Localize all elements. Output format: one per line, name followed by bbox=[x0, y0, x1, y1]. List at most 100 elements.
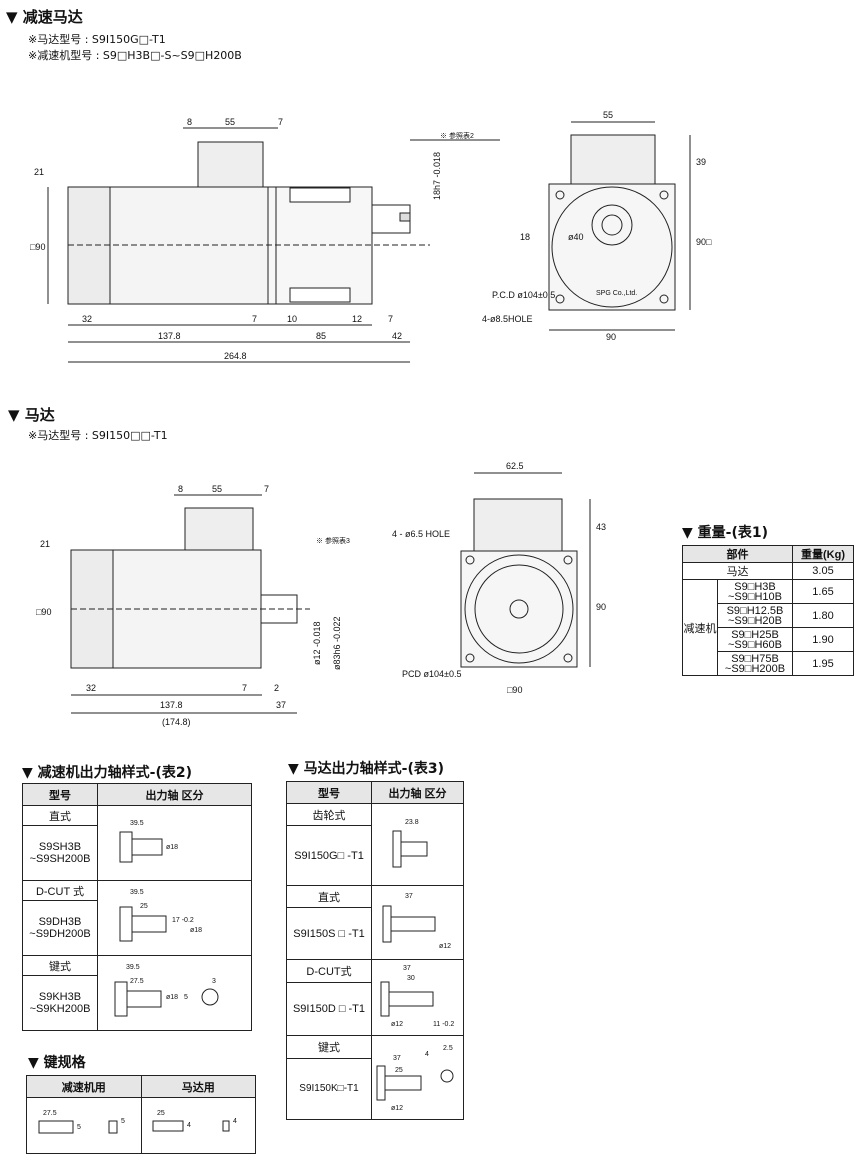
front-dim-18: 18 bbox=[520, 232, 530, 242]
weight-row-model: S9□H25B bbox=[731, 628, 779, 641]
dim2-phi12: ø12 -0.018 bbox=[312, 621, 322, 665]
brand-mark: SPG Co.,Ltd. bbox=[596, 290, 637, 297]
reducer-model-note: ※减速机型号 : S9□H3B□-S~S9□H200B bbox=[28, 49, 242, 62]
front2-43: 43 bbox=[596, 522, 606, 532]
dim-label: 37 bbox=[405, 893, 413, 900]
dim2-phi83: ø83h6 -0.022 bbox=[332, 616, 342, 670]
dim2-7b: 7 bbox=[242, 683, 247, 693]
weight-motor-label: 马达 bbox=[682, 562, 793, 580]
table3-model: S9I150K□-T1 bbox=[286, 1057, 372, 1121]
weight-motor-value: 3.05 bbox=[792, 562, 854, 580]
section-title-motor: ▼ 马达 bbox=[8, 406, 55, 424]
dim-85: 85 bbox=[316, 331, 326, 341]
table2-type: D-CUT 式 bbox=[22, 880, 98, 901]
dim-42: 42 bbox=[392, 331, 402, 341]
dim-label: 5 bbox=[77, 1124, 81, 1131]
dim-label: ø18 bbox=[166, 844, 178, 851]
front2-62-5: 62.5 bbox=[506, 461, 524, 471]
ref-note-table2: ※ 参照表2 bbox=[440, 131, 474, 140]
front-dim-90: 90 bbox=[606, 332, 616, 342]
key-reducer-drawing: 27.5 5 5 bbox=[26, 1097, 142, 1154]
table3-model: S9I150S □ -T1 bbox=[286, 907, 372, 960]
dim-label: ø12 bbox=[439, 943, 451, 950]
weight-col-weight: 重量(Kg) bbox=[792, 545, 854, 563]
dim-label: 11 -0.2 bbox=[433, 1021, 454, 1028]
weight-row-model: S9□H3B bbox=[734, 580, 776, 593]
dim-label: ø18 bbox=[190, 927, 202, 934]
dim-label: 5 bbox=[121, 1118, 125, 1125]
motor-shaft-gear-drawing: 23.8 bbox=[371, 803, 464, 886]
dim2-8: 8 bbox=[178, 484, 183, 494]
table3-type: 齿轮式 bbox=[286, 803, 372, 826]
table3-type: D-CUT式 bbox=[286, 959, 372, 983]
key-motor-drawing: 25 4 4 bbox=[140, 1097, 256, 1154]
dim-label: 30 bbox=[407, 975, 415, 982]
table2-col-shaft: 出力轴 区分 bbox=[97, 783, 252, 806]
dim-label: 39.5 bbox=[130, 889, 144, 896]
weight-row-model: S9□H12.5B bbox=[726, 604, 784, 617]
dim-label: 4 bbox=[233, 1118, 237, 1125]
motor-shaft-key-drawing: 37 25 4 2.5 ø12 bbox=[371, 1035, 464, 1120]
table3-model: S9I150G□ -T1 bbox=[286, 825, 372, 886]
motor-drawing: 8 55 7 21 □90 32 137.8 7 2 37 (174.8) ø1… bbox=[36, 461, 606, 727]
dim-label: ø18 bbox=[166, 994, 178, 1001]
dim-label: 37 bbox=[403, 965, 411, 972]
dim-label: 37 bbox=[393, 1055, 401, 1062]
dim-label: 25 bbox=[157, 1110, 165, 1117]
dim-sq90: □90 bbox=[30, 242, 45, 252]
table2-type: 键式 bbox=[22, 955, 98, 976]
weight-row-value: 1.90 bbox=[792, 627, 854, 652]
front2-hole: 4 - ø6.5 HOLE bbox=[392, 529, 450, 539]
dim-8: 8 bbox=[187, 117, 192, 127]
dim-label: 4 bbox=[425, 1051, 429, 1058]
dim-label: 25 bbox=[140, 903, 148, 910]
key-table-title: ▼ 键规格 bbox=[28, 1055, 86, 1071]
table3-col-model: 型号 bbox=[286, 781, 372, 804]
weight-table: 部件 重量(Kg) 马达 3.05 减速机 S9□H3B~S9□H10B 1.6… bbox=[682, 545, 854, 676]
weight-row-model: S9□H75B bbox=[731, 652, 779, 665]
front-pcd: P.C.D ø104±0.5 bbox=[492, 290, 555, 300]
dim2-sq90: □90 bbox=[36, 607, 51, 617]
front-dim-55: 55 bbox=[603, 110, 613, 120]
key-col-reducer: 减速机用 bbox=[26, 1075, 142, 1098]
table3: 型号出力轴 区分 齿轮式 23.8 S9I150G□ -T1 直式 37 ø12… bbox=[286, 781, 464, 1121]
section-title-gear-motor: ▼ 减速马达 bbox=[6, 8, 83, 26]
dim2-2: 2 bbox=[274, 683, 279, 693]
motor-shaft-straight-drawing: 37 ø12 bbox=[371, 885, 464, 960]
table2-col-model: 型号 bbox=[22, 783, 98, 806]
front-hole: 4-ø8.5HOLE bbox=[482, 314, 533, 324]
table2-model: S9KH3B ~S9KH200B bbox=[22, 975, 98, 1031]
key-col-motor: 马达用 bbox=[140, 1075, 256, 1098]
dim2-137-8: 137.8 bbox=[160, 700, 183, 710]
dim-label: 39.5 bbox=[126, 964, 140, 971]
front2-pcd: PCD ø104±0.5 bbox=[402, 669, 461, 679]
shaft-key-drawing: 39.5 27.5 ø18 5 3 bbox=[97, 955, 252, 1031]
weight-row-model: ~S9□H20B bbox=[727, 614, 783, 627]
front2-sq90: □90 bbox=[507, 685, 522, 695]
dim-label: 25 bbox=[395, 1067, 403, 1074]
dim-7: 7 bbox=[278, 117, 283, 127]
gear-motor-drawing: 8 55 7 21 □90 32 137.8 7 10 85 12 7 42 2… bbox=[30, 110, 712, 363]
shaft-straight-drawing: 39.5 ø18 bbox=[97, 805, 252, 881]
motor-model-note: ※马达型号 : S9I150G□-T1 bbox=[28, 33, 166, 46]
dim2-7: 7 bbox=[264, 484, 269, 494]
dim2-55: 55 bbox=[212, 484, 222, 494]
table2: 型号出力轴 区分 直式 39.5 ø18 S9SH3B ~S9SH200B D-… bbox=[22, 783, 252, 1031]
table3-model: S9I150D □ -T1 bbox=[286, 981, 372, 1037]
dim-7b: 7 bbox=[252, 314, 257, 324]
front2-90: 90 bbox=[596, 602, 606, 612]
key-spec-table: 减速机用马达用 27.5 5 5 25 4 4 bbox=[26, 1075, 256, 1154]
table3-title: ▼ 马达出力轴样式-(表3) bbox=[288, 761, 444, 777]
dim-18h7: 18h7 -0.018 bbox=[432, 152, 442, 200]
table3-type: 键式 bbox=[286, 1035, 372, 1059]
dim-21: 21 bbox=[34, 167, 44, 177]
weight-col-part: 部件 bbox=[682, 545, 793, 563]
dim-label: 27.5 bbox=[130, 978, 144, 985]
dim-10: 10 bbox=[287, 314, 297, 324]
dim-label: 4 bbox=[187, 1122, 191, 1129]
weight-row-model: ~S9□H10B bbox=[727, 590, 783, 603]
front-dim-39: 39 bbox=[696, 157, 706, 167]
dim2-21: 21 bbox=[40, 539, 50, 549]
weight-row-model: ~S9□H200B bbox=[724, 662, 786, 675]
front-dim-40: ø40 bbox=[568, 232, 584, 242]
